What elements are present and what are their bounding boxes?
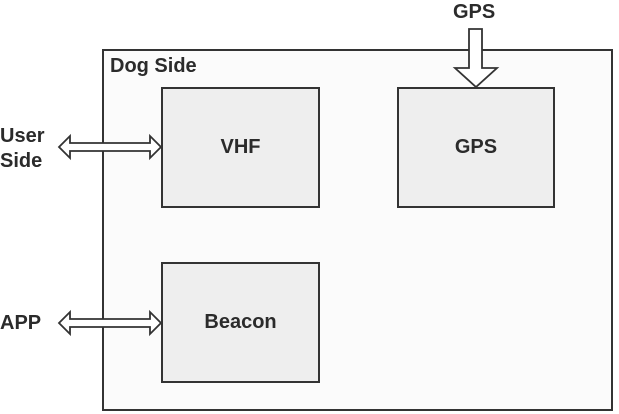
beacon-block: Beacon: [161, 262, 320, 383]
vhf-block: VHF: [161, 87, 320, 208]
user-side-vhf-arrow-icon: [57, 133, 163, 161]
app-beacon-arrow-icon: [57, 309, 163, 337]
user-side-label-line1: User: [0, 125, 45, 147]
gps-block: GPS: [397, 87, 555, 208]
app-label: APP: [0, 312, 42, 334]
gps-input-label: GPS: [453, 1, 496, 23]
beacon-label: Beacon: [204, 311, 277, 333]
gps-input-arrow-icon: [452, 28, 500, 89]
gps-label: GPS: [454, 136, 498, 158]
dog-side-label: Dog Side: [110, 55, 197, 77]
user-side-label-line2: Side: [0, 150, 43, 172]
vhf-label: VHF: [220, 136, 261, 158]
